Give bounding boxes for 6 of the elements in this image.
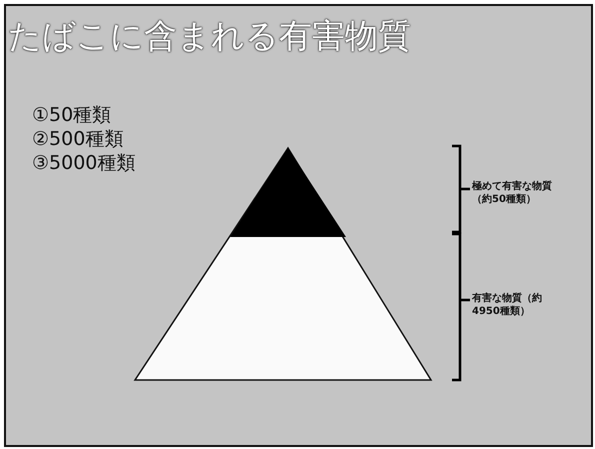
- slide-title: たばこに含まれる有害物質: [8, 15, 411, 57]
- list-item: ③5000種類: [32, 151, 136, 176]
- list-item: ①50種類: [32, 103, 112, 128]
- list-item: ②500種類: [32, 127, 124, 152]
- bracket-label: 極めて有害な物質（約50種類）: [472, 180, 553, 206]
- bracket-label: 有害な物質（約4950種類）: [472, 292, 543, 318]
